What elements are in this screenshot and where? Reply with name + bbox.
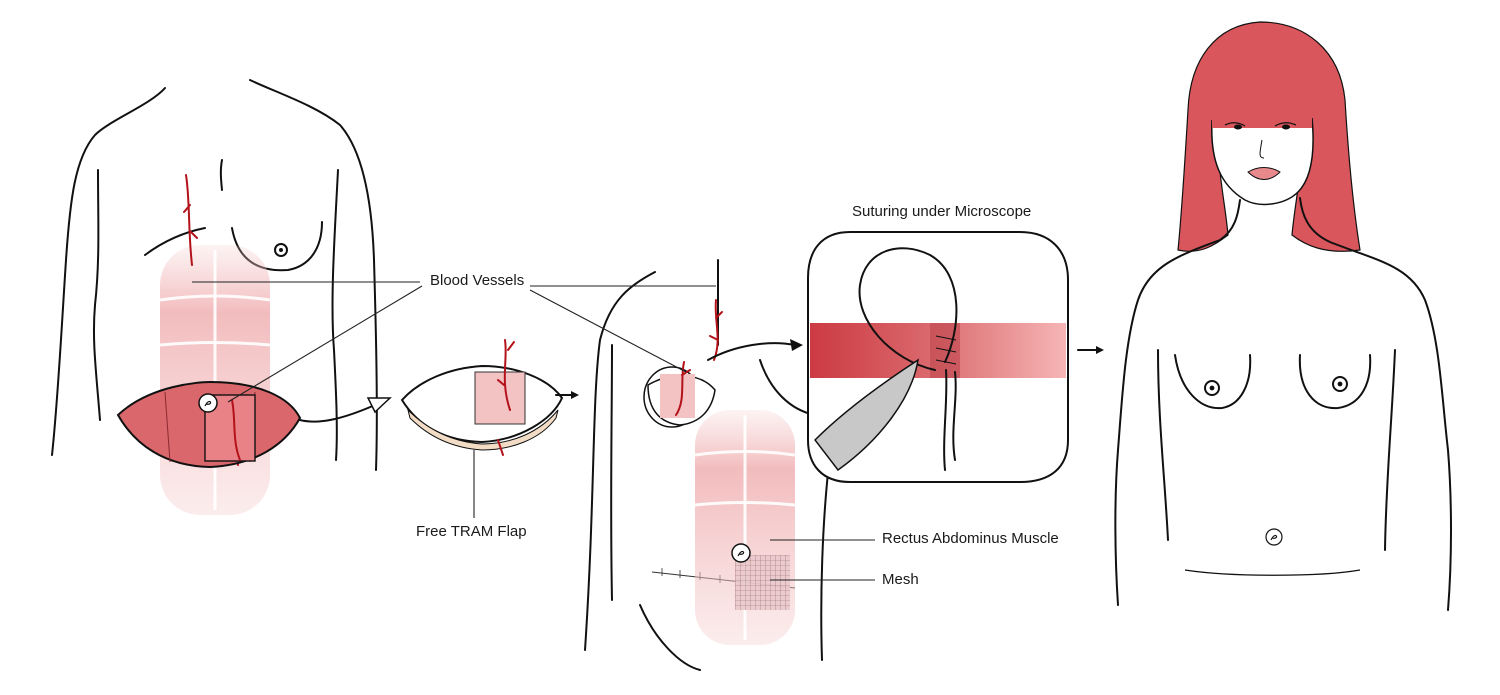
label-mesh: Mesh xyxy=(882,571,919,588)
label-blood-vessels: Blood Vessels xyxy=(430,272,525,289)
result-body xyxy=(1114,197,1452,611)
vessel-leader-2 xyxy=(227,285,423,403)
label-free-tram-flap: Free TRAM Flap xyxy=(416,523,527,540)
arrow-head-to-microscope xyxy=(790,339,803,351)
label-rectus-muscle: Rectus Abdominus Muscle xyxy=(882,530,1059,547)
arrow-to-microscope xyxy=(707,342,796,361)
mesh-patch xyxy=(735,555,790,610)
vessel-leader-4 xyxy=(529,289,687,373)
label-suturing: Suturing under Microscope xyxy=(852,203,1032,220)
recipient-torso xyxy=(584,259,831,671)
recipient-flap-inset xyxy=(643,299,723,428)
donor-rectus-muscle xyxy=(159,245,271,515)
recipient-umbilicus xyxy=(731,543,751,563)
arrow-to-flap xyxy=(299,404,376,423)
donor-flap-ellipse xyxy=(116,380,302,469)
free-tram-flap xyxy=(400,339,564,456)
result-face xyxy=(1211,115,1314,206)
arrow-head-to-recipient xyxy=(571,391,579,399)
microscope-inset xyxy=(807,231,1069,483)
arrow-head-to-result xyxy=(1096,346,1104,354)
arrow-head-to-flap xyxy=(366,397,392,414)
